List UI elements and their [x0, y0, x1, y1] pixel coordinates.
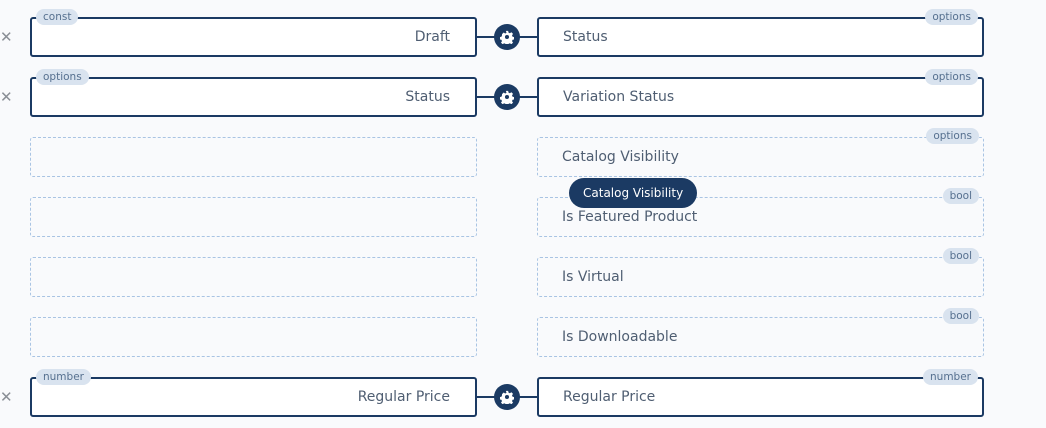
target-field-label: Is Featured Product: [562, 209, 698, 225]
target-field-label: Variation Status: [563, 89, 675, 105]
close-icon[interactable]: ✕: [0, 28, 13, 46]
mapping-row-status-variation-status: ✕ options Status options Variation Statu…: [0, 69, 1046, 117]
target-field-label: Catalog Visibility: [562, 149, 679, 165]
type-badge: number: [923, 369, 978, 385]
mapping-row-regular-price: ✕ number Regular Price number Regular Pr…: [0, 369, 1046, 417]
target-field-variation-status[interactable]: options Variation Status: [537, 69, 984, 117]
drag-tooltip: Catalog Visibility: [569, 178, 698, 208]
source-drop-zone[interactable]: [30, 137, 477, 177]
target-field-label: Is Virtual: [562, 269, 624, 285]
source-field-status[interactable]: options Status: [30, 69, 477, 117]
target-field-catalog-visibility[interactable]: options Catalog Visibility: [537, 128, 984, 177]
source-field-label: Draft: [414, 29, 450, 45]
source-field-regular-price[interactable]: number Regular Price: [30, 369, 477, 417]
target-field-status[interactable]: options Status: [537, 9, 984, 57]
target-field-is-virtual[interactable]: bool Is Virtual: [537, 248, 984, 297]
source-drop-zone[interactable]: [30, 197, 477, 237]
source-field-label: Regular Price: [357, 389, 450, 405]
close-icon[interactable]: ✕: [0, 88, 13, 106]
target-field-is-downloadable[interactable]: bool Is Downloadable: [537, 308, 984, 357]
type-badge: options: [925, 69, 978, 85]
target-field-regular-price[interactable]: number Regular Price: [537, 369, 984, 417]
source-field-label: Status: [405, 89, 450, 105]
type-badge: options: [36, 69, 89, 85]
mapping-row-is-downloadable: bool Is Downloadable: [0, 308, 1046, 357]
target-field-label: Is Downloadable: [562, 329, 678, 345]
gear-icon[interactable]: [494, 84, 520, 110]
close-icon[interactable]: ✕: [0, 388, 13, 406]
target-field-label: Status: [563, 29, 608, 45]
type-badge: bool: [942, 188, 979, 204]
type-badge: bool: [942, 308, 979, 324]
type-badge: const: [36, 9, 79, 25]
mapping-row-is-featured-product: bool Is Featured Product: [0, 188, 1046, 237]
source-drop-zone[interactable]: [30, 257, 477, 297]
type-badge: options: [925, 9, 978, 25]
source-drop-zone[interactable]: [30, 317, 477, 357]
target-field-label: Regular Price: [563, 389, 656, 405]
gear-icon[interactable]: [494, 384, 520, 410]
target-field-is-featured-product[interactable]: bool Is Featured Product: [537, 188, 984, 237]
type-badge: number: [36, 369, 91, 385]
mapping-row-draft-status: ✕ const Draft options Status: [0, 9, 1046, 57]
mapping-row-is-virtual: bool Is Virtual: [0, 248, 1046, 297]
type-badge: options: [926, 128, 979, 144]
gear-icon[interactable]: [494, 24, 520, 50]
mapping-row-catalog-visibility: options Catalog Visibility: [0, 128, 1046, 177]
type-badge: bool: [942, 248, 979, 264]
source-field-draft[interactable]: const Draft: [30, 9, 477, 57]
